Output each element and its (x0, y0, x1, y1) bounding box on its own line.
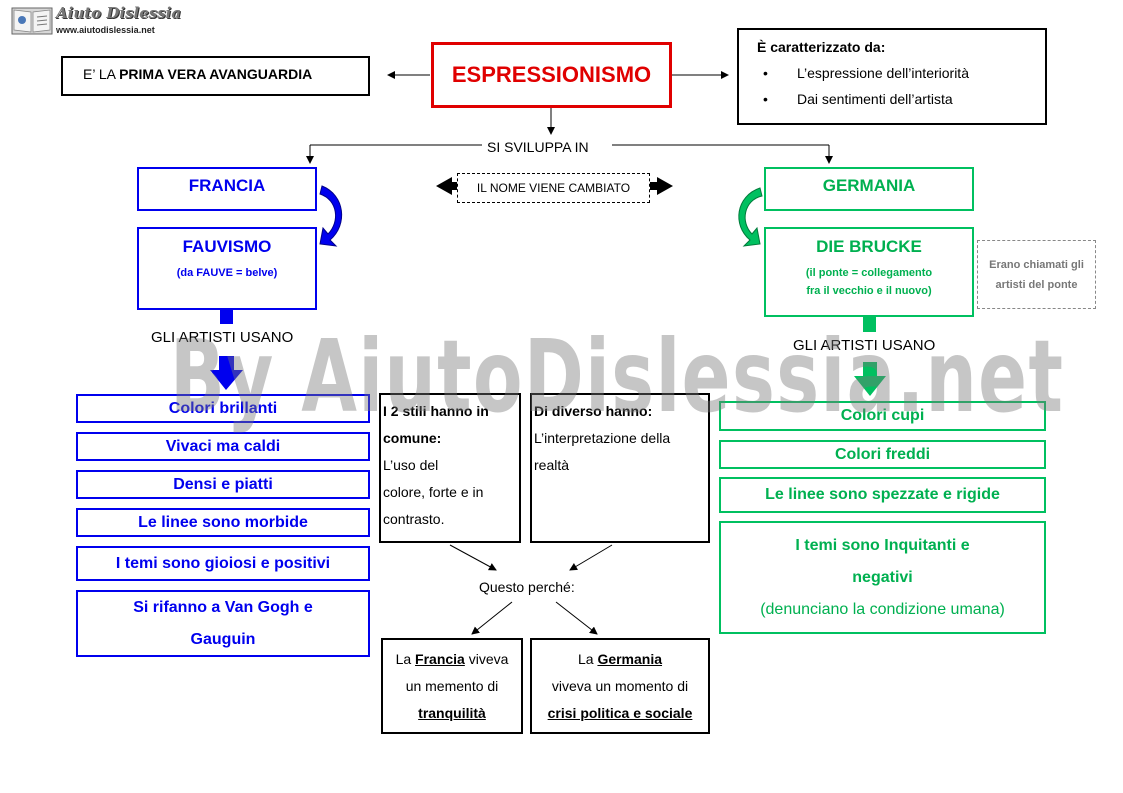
page-title: ESPRESSIONISMO (451, 62, 652, 87)
fauvismo-title: FAUVISMO (182, 237, 272, 256)
die-brucke-title: DIE BRUCKE (816, 237, 922, 256)
arrow-reason-to-france (471, 601, 513, 635)
germany-feature: Le linee sono spezzate e rigide (719, 477, 1046, 513)
france-feature: Le linee sono morbide (76, 508, 370, 537)
bullet-icon: • (763, 91, 768, 107)
france-feature: Vivaci ma caldi (76, 432, 370, 461)
germany-feature: Colori cupi (719, 401, 1046, 431)
characterized-item: • Dai sentimenti dell’artista (763, 91, 953, 107)
germany-artists-use: GLI ARTISTI USANO (793, 337, 936, 354)
curved-arrow-blue-icon (319, 185, 343, 247)
name-changed-box: IL NOME VIENE CAMBIATO (457, 173, 650, 203)
germany-themes-box: I temi sono Inquitanti e negativi (denun… (719, 521, 1046, 634)
common-box: I 2 stili hanno in comune: L’uso del col… (379, 393, 521, 543)
blue-connector-block (220, 309, 233, 324)
germania-box: GERMANIA (764, 167, 974, 211)
develops-in-label: SI SVILUPPA IN (484, 139, 592, 155)
die-brucke-box: DIE BRUCKE (il ponte = collegamento fra … (764, 227, 974, 317)
arrow-common-to-reason (449, 544, 497, 571)
arrow-different-to-reason (569, 544, 613, 571)
france-reason-box: La Francia viveva un memento di tranquil… (381, 638, 523, 734)
different-box: Di diverso hanno: L’interpretazione dell… (530, 393, 710, 543)
green-down-arrow-icon (854, 362, 886, 396)
bridge-note-box: Erano chiamati gli artisti del ponte (977, 240, 1096, 309)
bullet-icon: • (763, 65, 768, 81)
germany-reason-state: crisi politica e sociale (547, 704, 693, 721)
fauvismo-note: (da FAUVE = belve) (176, 267, 278, 279)
avanguardia-box: E’ LA PRIMA VERA AVANGUARDIA (61, 56, 370, 96)
avanguardia-bold: PRIMA VERA AVANGUARDIA (119, 66, 313, 82)
germany-reason-box: La Germania viveva un momento di crisi p… (530, 638, 710, 734)
characterized-box: È caratterizzato da: • L’espressione del… (737, 28, 1047, 125)
france-artists-use: GLI ARTISTI USANO (151, 329, 294, 346)
characterized-item: • L’espressione dell’interiorità (763, 65, 969, 81)
france-feature: Si rifanno a Van Gogh e Gauguin (76, 590, 370, 657)
curved-arrow-green-icon (738, 187, 763, 247)
avanguardia-prefix: E’ LA (83, 66, 120, 82)
france-reason-state: tranquilità (418, 704, 486, 721)
logo-brand: Aiuto Dislessia (56, 4, 182, 22)
germany-feature: Colori freddi (719, 440, 1046, 469)
francia-box: FRANCIA (137, 167, 317, 211)
germany-reason-country: Germania (597, 650, 663, 667)
logo-url[interactable]: www.aiutodislessia.net (56, 25, 155, 35)
characterized-heading: È caratterizzato da: (757, 39, 886, 55)
blue-down-arrow-icon (210, 356, 243, 390)
france-feature: I temi sono gioiosi e positivi (76, 546, 370, 581)
arrow-reason-to-germany (555, 601, 598, 635)
title-box: ESPRESSIONISMO (431, 42, 672, 108)
logo: Aiuto Dislessia www.aiutodislessia.net (10, 4, 181, 38)
france-feature: Colori brillanti (76, 394, 370, 423)
green-connector-block (863, 317, 876, 332)
book-logo-icon (11, 7, 53, 35)
fauvismo-box: FAUVISMO (da FAUVE = belve) (137, 227, 317, 310)
france-feature: Densi e piatti (76, 470, 370, 499)
reason-label: Questo perché: (479, 579, 575, 595)
france-reason-country: Francia (415, 650, 465, 667)
